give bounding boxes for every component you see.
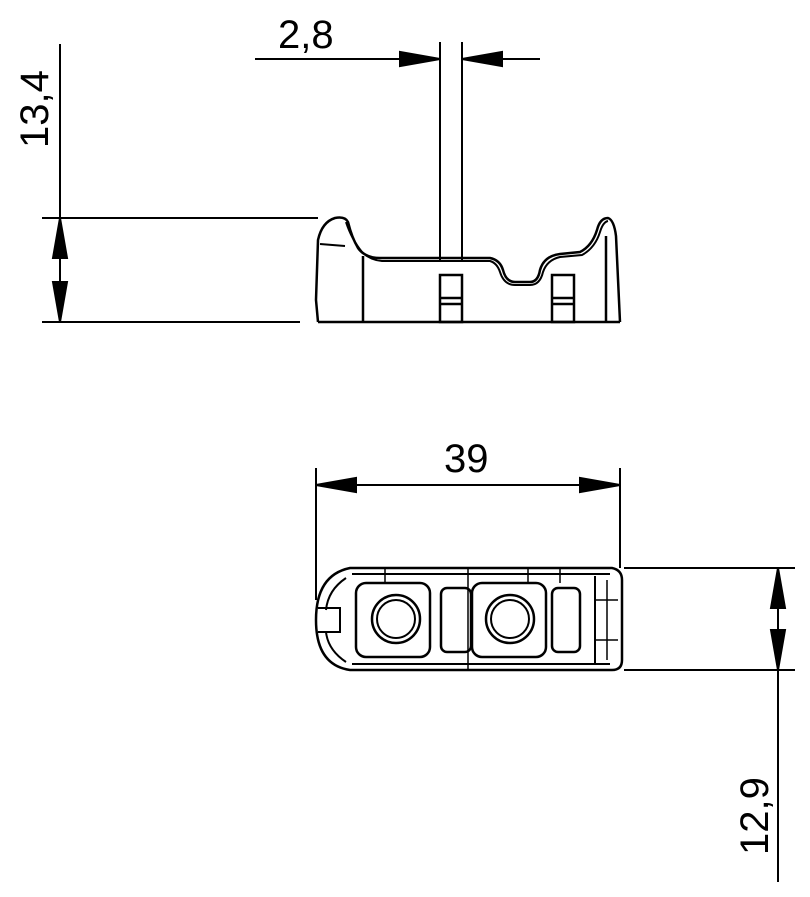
dimension-top-width <box>624 567 795 882</box>
top-view <box>314 566 624 672</box>
dimension-length <box>315 468 621 600</box>
dimension-label-side-height: 13,4 <box>13 70 57 148</box>
dimension-label-length: 39 <box>444 437 489 481</box>
dimension-slot-width <box>255 42 540 262</box>
dimension-label-slot-width: 2,8 <box>278 13 334 57</box>
dimension-side-height <box>42 44 318 323</box>
side-view <box>314 216 622 324</box>
dimension-label-top-width: 12,9 <box>733 777 777 855</box>
